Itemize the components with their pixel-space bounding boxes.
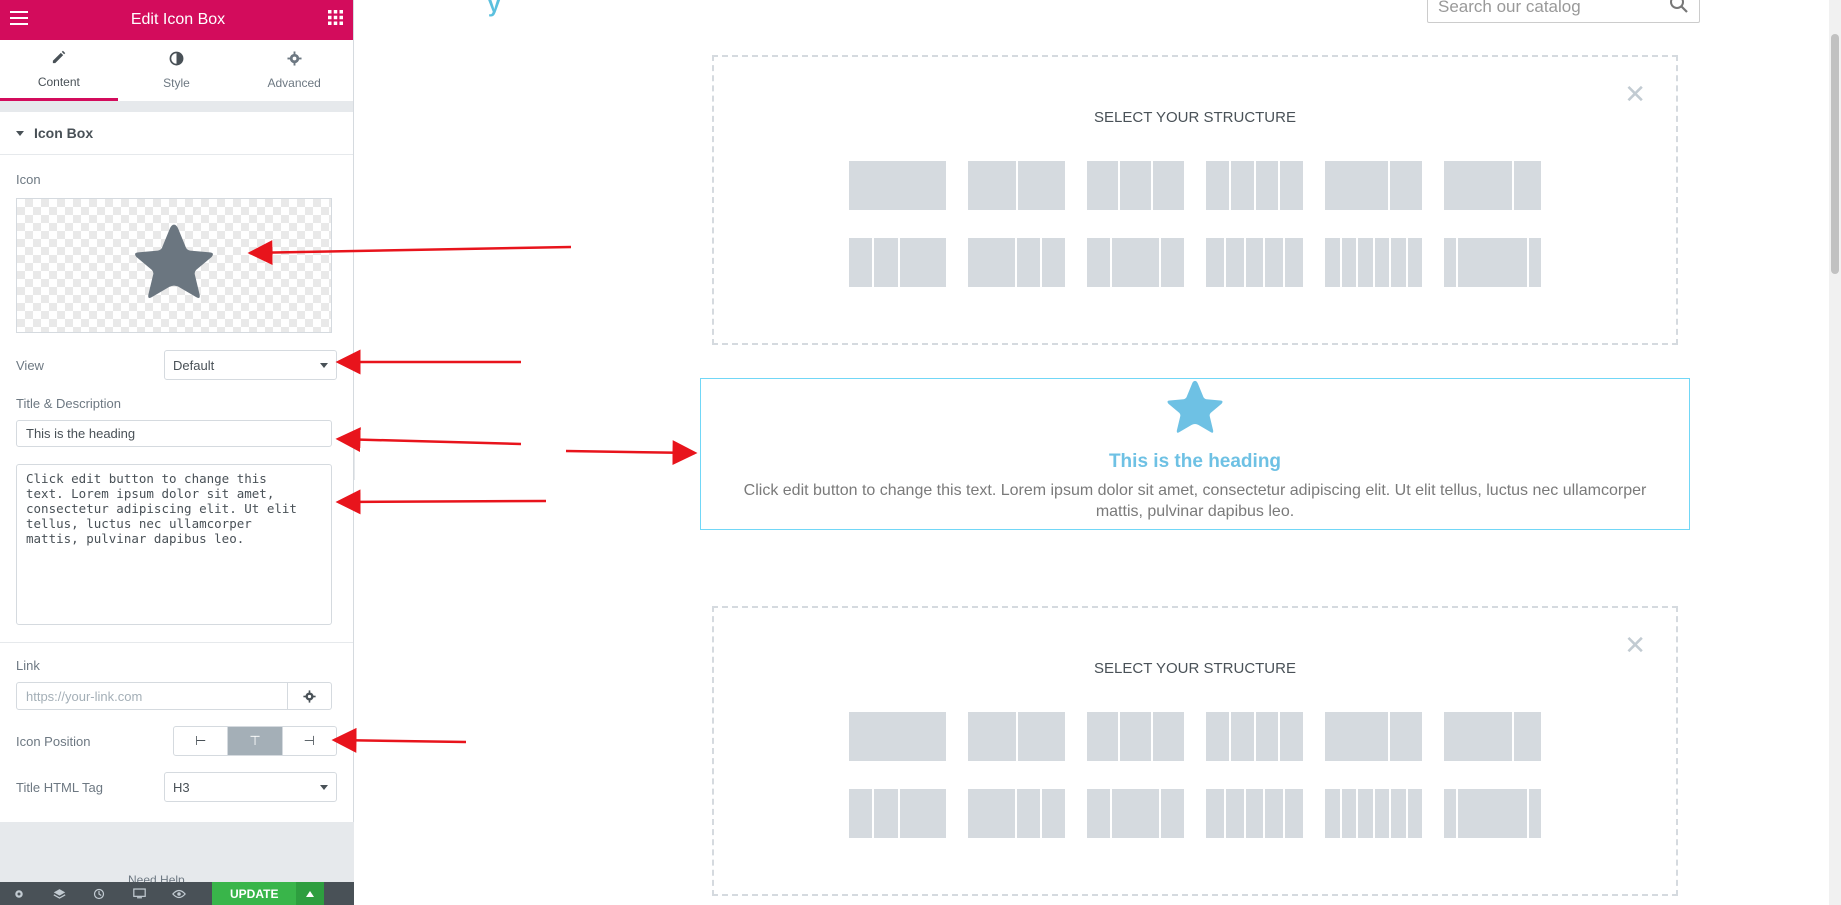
link-input[interactable]: https://your-link.com	[17, 683, 288, 709]
search-input[interactable]: Search our catalog	[1427, 0, 1700, 23]
structure-preset[interactable]	[1087, 238, 1184, 287]
structure-preset[interactable]	[1325, 789, 1422, 838]
icon-box-star-icon	[701, 379, 1689, 441]
title-input[interactable]: This is the heading	[16, 420, 332, 447]
panel-footer-area	[0, 822, 354, 882]
structure-selector: ✕ SELECT YOUR STRUCTURE	[712, 55, 1678, 345]
structure-selector: ✕ SELECT YOUR STRUCTURE	[712, 606, 1678, 896]
tab-content[interactable]: Content	[0, 40, 118, 101]
structure-title: SELECT YOUR STRUCTURE	[1094, 109, 1296, 126]
close-icon[interactable]: ✕	[1624, 79, 1646, 109]
structure-preset[interactable]	[1206, 712, 1303, 761]
history-icon[interactable]	[92, 887, 106, 901]
view-label: View	[16, 357, 44, 373]
icon-box-widget[interactable]: This is the heading Click edit button to…	[700, 378, 1690, 530]
panel-divider	[0, 102, 353, 112]
icon-position-label: Icon Position	[16, 733, 91, 749]
structure-preset[interactable]	[849, 238, 946, 287]
layers-icon[interactable]	[52, 887, 66, 901]
select-caret-icon	[320, 362, 328, 368]
structure-preset[interactable]	[968, 238, 1065, 287]
structure-preset[interactable]	[849, 712, 946, 761]
half-circle-icon	[169, 51, 184, 69]
link-options-gear-icon[interactable]	[288, 683, 331, 709]
select-caret-icon	[320, 784, 328, 790]
divider	[0, 642, 353, 643]
section-icon-box[interactable]: Icon Box	[0, 112, 353, 155]
caret-up-icon[interactable]	[296, 882, 325, 905]
gear-icon	[287, 51, 302, 69]
icon-position-left[interactable]: ⊢	[174, 727, 229, 755]
structure-preset[interactable]	[1087, 712, 1184, 761]
title-html-tag-select[interactable]: H3	[164, 772, 337, 802]
link-label: Link	[16, 658, 40, 673]
icon-position-right[interactable]: ⊣	[303, 733, 315, 748]
update-button[interactable]: UPDATE	[212, 882, 325, 905]
structure-preset[interactable]	[1444, 161, 1541, 210]
widgets-grid-icon[interactable]	[328, 10, 343, 30]
editor-panel: Edit Icon Box Content Style	[0, 0, 354, 905]
panel-controls: Icon View Default Title & Description Th…	[0, 172, 353, 802]
title-description-label: Title & Description	[16, 396, 121, 411]
structure-preset[interactable]	[1444, 789, 1541, 838]
structure-preset[interactable]	[1325, 161, 1422, 210]
panel-tabs: Content Style Advanced	[0, 40, 353, 102]
structure-preset[interactable]	[849, 161, 946, 210]
search-icon[interactable]	[1669, 0, 1689, 19]
structure-preset[interactable]	[1206, 161, 1303, 210]
icon-picker[interactable]	[16, 198, 332, 333]
structure-title: SELECT YOUR STRUCTURE	[1094, 660, 1296, 677]
icon-position-choices: ⊢ ⊤ ⊣	[173, 726, 337, 756]
structure-preset[interactable]	[1206, 238, 1303, 287]
structure-presets	[849, 161, 1541, 287]
structure-preset[interactable]	[1087, 161, 1184, 210]
star-icon	[131, 222, 217, 309]
panel-header: Edit Icon Box	[0, 0, 353, 40]
structure-preset[interactable]	[1325, 238, 1422, 287]
structure-preset[interactable]	[1444, 238, 1541, 287]
icon-box-description: Click edit button to change this text. L…	[743, 482, 1647, 520]
structure-preset[interactable]	[1325, 712, 1422, 761]
icon-position-top[interactable]: ⊤	[228, 727, 283, 755]
panel-bottom-bar: UPDATE	[0, 882, 354, 905]
structure-preset[interactable]	[1206, 789, 1303, 838]
scrollbar-thumb[interactable]	[1831, 34, 1839, 274]
preview-eye-icon[interactable]	[172, 887, 186, 901]
structure-preset[interactable]	[1087, 789, 1184, 838]
structure-preset[interactable]	[968, 712, 1065, 761]
structure-preset[interactable]	[968, 161, 1065, 210]
scrollbar[interactable]	[1829, 0, 1841, 905]
close-icon[interactable]: ✕	[1624, 630, 1646, 660]
tab-style[interactable]: Style	[118, 40, 236, 101]
site-logo: y	[488, 0, 501, 17]
link-field: https://your-link.com	[16, 682, 332, 710]
icon-box-heading: This is the heading	[1108, 451, 1282, 472]
settings-gear-icon[interactable]	[12, 887, 26, 901]
pencil-icon	[51, 50, 66, 68]
panel-title: Edit Icon Box	[130, 11, 226, 28]
icon-label: Icon	[16, 172, 41, 187]
structure-preset[interactable]	[1444, 712, 1541, 761]
tab-advanced[interactable]: Advanced	[235, 40, 353, 101]
description-textarea[interactable]: Click edit button to change this text. L…	[16, 464, 332, 625]
caret-down-icon	[16, 130, 24, 136]
structure-presets	[849, 712, 1541, 838]
structure-preset[interactable]	[968, 789, 1065, 838]
structure-preset[interactable]	[849, 789, 946, 838]
hamburger-menu-icon[interactable]	[10, 10, 28, 30]
title-html-tag-label: Title HTML Tag	[16, 779, 103, 795]
view-select[interactable]: Default	[164, 350, 337, 380]
responsive-desktop-icon[interactable]	[132, 887, 146, 901]
